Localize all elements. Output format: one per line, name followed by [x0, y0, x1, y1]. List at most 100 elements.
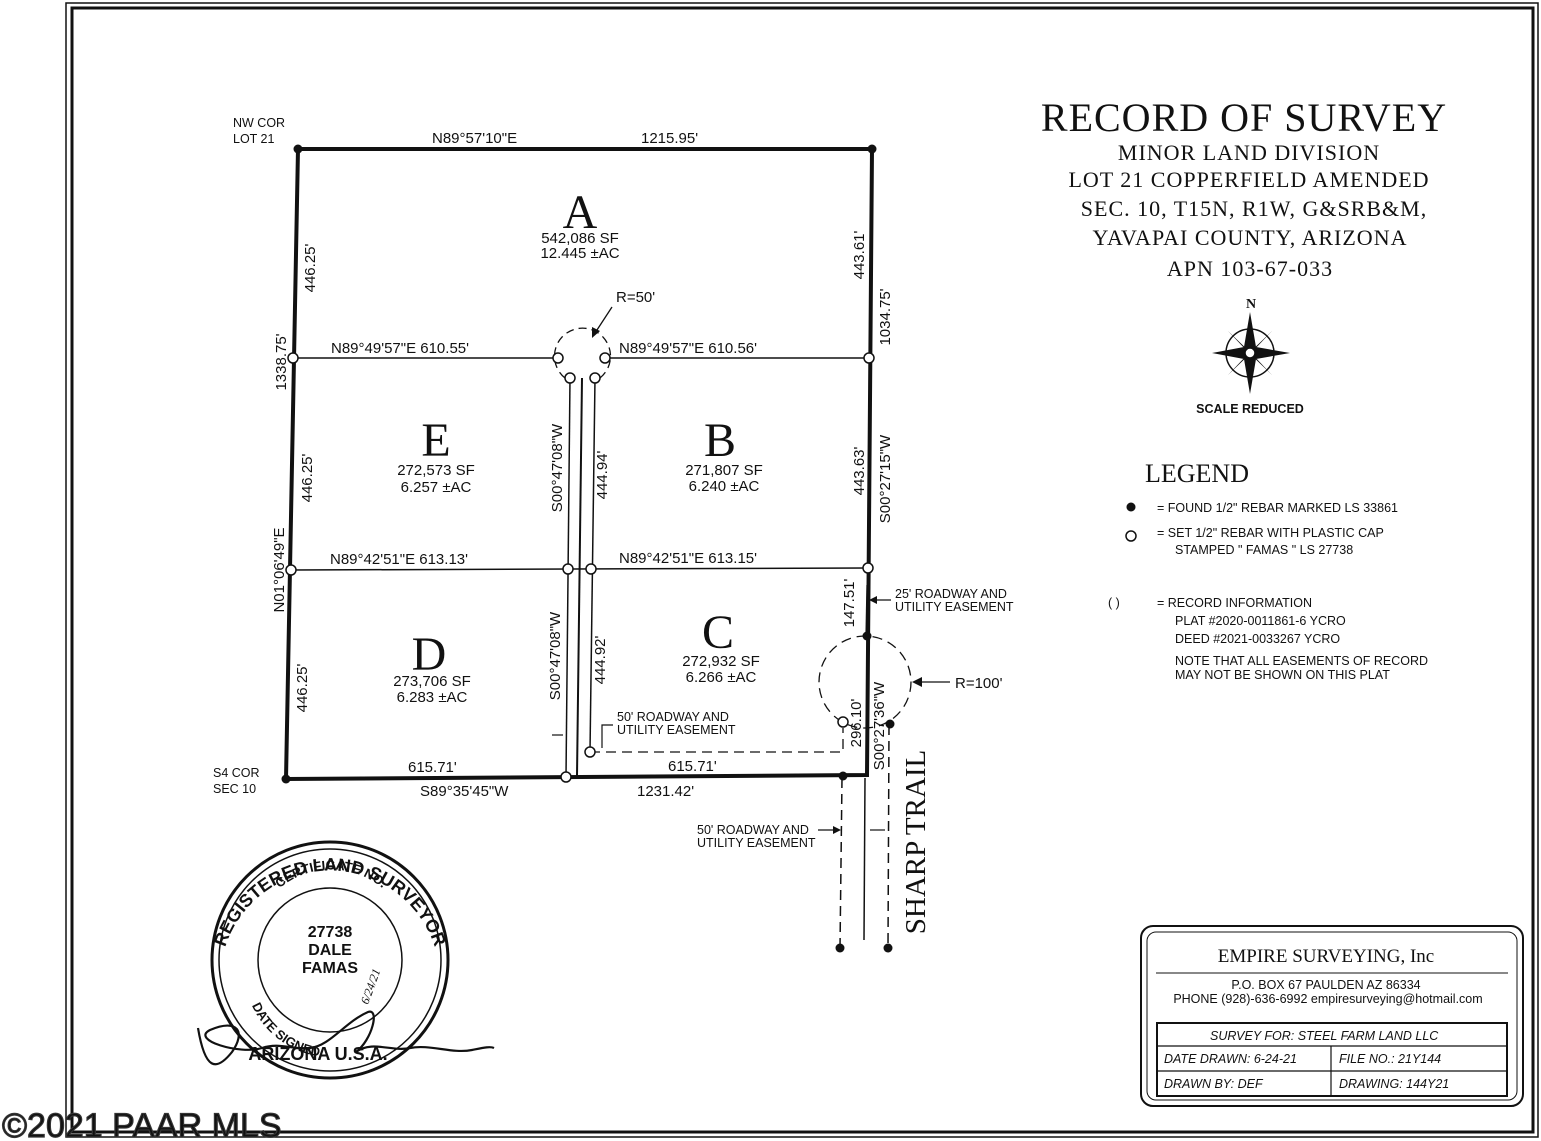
north-letter: N [1246, 297, 1256, 312]
compass-center [1244, 347, 1256, 359]
inner-border [70, 6, 1535, 1134]
company-address: P.O. BOX 67 PAULDEN AZ 86334 [1231, 978, 1420, 992]
nw-corner-label-2: LOT 21 [233, 132, 275, 146]
monuments [281, 144, 895, 953]
legend-note-1: NOTE THAT ALL EASEMENTS OF RECORD [1175, 654, 1428, 668]
legend-record: = RECORD INFORMATION [1157, 596, 1312, 610]
company-phone: PHONE (928)-636-6992 empiresurveying@hot… [1173, 992, 1482, 1006]
center-line-west [565, 377, 571, 778]
date-drawn: DATE DRAWN: 6-24-21 [1164, 1052, 1297, 1066]
east-total: 1034.75' [877, 288, 894, 345]
survey-for: SURVEY FOR: STEEL FARM LAND LLC [1210, 1029, 1439, 1043]
found-rebar [885, 719, 895, 729]
s4-corner-label-2: SEC 10 [213, 782, 256, 796]
drawing-no: DRAWING: 144Y21 [1339, 1077, 1449, 1091]
legend-plat: PLAT #2020-0011861-6 YCRO [1175, 614, 1346, 628]
r100-arrow-icon [912, 677, 922, 687]
cul-de-sac-100 [818, 635, 912, 729]
easement-25-line-1: 25' ROADWAY AND [895, 587, 1007, 601]
set-rebar [584, 746, 596, 758]
found-rebar [838, 771, 848, 781]
r50-leader [594, 306, 613, 334]
drawn-by: DRAWN BY: DEF [1164, 1077, 1264, 1091]
easement-50b-line-1: 50' ROADWAY AND [697, 823, 809, 837]
seal-inner-ring [257, 887, 403, 1033]
outer-border [65, 2, 1539, 1138]
lot-letter: A [563, 186, 598, 239]
seal-state: ARIZONA U.S.A. [248, 1044, 387, 1064]
company-name: EMPIRE SURVEYING, Inc [1218, 946, 1434, 967]
legend-set-2: STAMPED " FAMAS " LS 27738 [1175, 543, 1353, 557]
title-line-5: APN 103-67-033 [1167, 256, 1333, 281]
easement-50b-label: 50' ROADWAY AND UTILITY EASEMENT [697, 823, 885, 850]
easement-25-label: 25' ROADWAY AND UTILITY EASEMENT [869, 587, 1014, 614]
set-rebar [564, 372, 576, 384]
legend-deed: DEED #2021-0033267 YCRO [1175, 632, 1340, 646]
road-name: SHARP TRAIL [900, 750, 932, 935]
road-east-edge [887, 724, 890, 949]
set-rebar-symbol [1125, 530, 1137, 542]
lot-e-label: E 272,573 SF 6.257 ±AC [397, 414, 475, 496]
lot-letter: D [412, 628, 447, 681]
easement-50b-line-2: UTILITY EASEMENT [697, 836, 816, 850]
set-rebar [863, 352, 875, 364]
north-arrow: N SCALE REDUCED [1196, 297, 1304, 416]
s4-corner-label-1: S4 COR [213, 766, 260, 780]
lot-letter: B [704, 414, 736, 467]
set-rebar [585, 563, 597, 575]
title-line-1: MINOR LAND DIVISION [1118, 140, 1380, 165]
road-centerline [576, 377, 583, 777]
found-rebar [867, 144, 877, 154]
mid1-west-call: N89°49'57"E 610.55' [331, 340, 469, 357]
south-bearing: S89°35'45"W [420, 783, 509, 800]
title-block-outer [1140, 925, 1524, 1107]
easement-25-line [590, 728, 844, 753]
title-block-inner [1146, 931, 1518, 1101]
easement-50a-leader [601, 724, 613, 748]
r50-arrow-icon [592, 327, 600, 338]
north-bearing: N89°57'10"E [432, 130, 517, 147]
easement-25-arrow-icon [869, 596, 877, 604]
easement-50a-line-1: 50' ROADWAY AND [617, 710, 729, 724]
mid1-east-call: N89°49'57"E 610.56' [619, 340, 757, 357]
info-table [1156, 1022, 1508, 1097]
seal-ring-2 [218, 848, 442, 1072]
seal-outer-ring [210, 840, 450, 1080]
east-a-distance: 443.61' [851, 230, 868, 279]
set-rebar [285, 564, 297, 576]
easement-25-line-2: UTILITY EASEMENT [895, 600, 1014, 614]
lot-area-sf: 272,932 SF [682, 653, 760, 670]
road-center [863, 777, 866, 941]
scale-note: SCALE REDUCED [1196, 402, 1304, 416]
title-block: EMPIRE SURVEYING, Inc P.O. BOX 67 PAULDE… [1140, 925, 1524, 1107]
found-rebar [281, 774, 291, 784]
file-no: FILE NO.: 21Y144 [1339, 1052, 1441, 1066]
found-rebar [835, 943, 845, 953]
east-bearing: S00°27'15"W [877, 434, 894, 523]
lot-area-ac: 12.445 ±AC [540, 245, 619, 262]
seal-last-name: FAMAS [302, 960, 358, 977]
title-block-heading: RECORD OF SURVEY MINOR LAND DIVISION LOT… [1041, 95, 1446, 281]
lot-area-ac: 6.283 ±AC [397, 689, 468, 706]
east-296-distance: 296.10' [848, 698, 865, 747]
found-rebar-symbol [1126, 502, 1136, 512]
legend-note-2: MAY NOT BE SHOWN ON THIS PLAT [1175, 668, 1390, 682]
center1-distance: 444.94' [594, 450, 611, 499]
lot-area-sf: 542,086 SF [541, 230, 619, 247]
road-west-edge [839, 777, 843, 949]
mls-watermark: ©2021 PAAR MLS [2, 1107, 282, 1141]
set-rebar [287, 352, 299, 364]
easement-50a-label: 50' ROADWAY AND UTILITY EASEMENT [552, 710, 736, 748]
easement-50a-line-2: UTILITY EASEMENT [617, 723, 736, 737]
lot-area-sf: 273,706 SF [393, 673, 471, 690]
west-bearing: N01°06'49"E [271, 527, 288, 612]
set-rebar [862, 562, 874, 574]
set-rebar [552, 352, 564, 364]
east-easement-edge [865, 584, 868, 638]
easement-50b-arrow-icon [833, 826, 841, 834]
west-d-distance: 446.25' [294, 663, 311, 712]
legend: LEGEND = FOUND 1/2" REBAR MARKED LS 3386… [1108, 459, 1428, 682]
mid2-west-call: N89°42'51"E 613.13' [330, 551, 468, 568]
east-south-bearing: S00°27'36"W [871, 681, 888, 770]
seal-number: 27738 [308, 924, 353, 941]
